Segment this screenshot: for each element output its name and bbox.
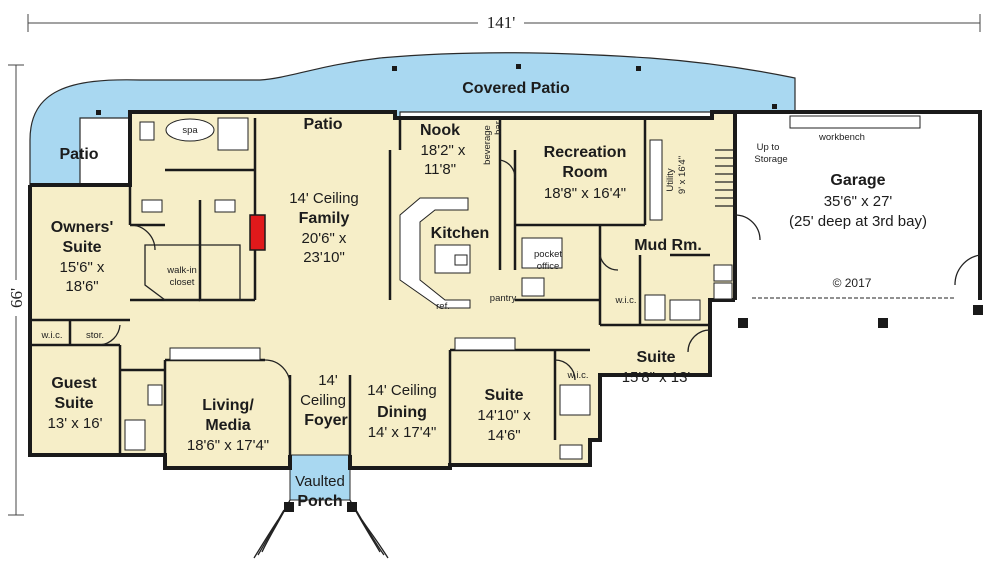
suite-center-name: Suite — [484, 387, 523, 404]
spa-label: spa — [182, 125, 198, 136]
copyright: © 2017 — [833, 276, 872, 290]
family-ceiling: 14' Ceiling — [289, 190, 359, 207]
porch-column-right — [347, 502, 357, 512]
utility-name: Utility — [665, 168, 676, 191]
garage-floor — [735, 112, 980, 300]
living-media-name-1: Living/ — [202, 397, 254, 414]
suite-center-size-1: 14'10" x — [477, 407, 531, 424]
guest-stor-label: stor. — [86, 330, 104, 341]
suite-right-wic: w.i.c. — [614, 295, 636, 306]
utility-size: 9' x 16'4" — [677, 156, 688, 194]
patio-left-label: Patio — [59, 146, 98, 163]
living-media-size: 18'6" x 17'4" — [187, 437, 269, 454]
suite-right-size: 15'8" x 13' — [622, 369, 691, 386]
dining-ceiling: 14' Ceiling — [367, 382, 437, 399]
fireplace — [249, 214, 266, 251]
covered-patio-area — [29, 52, 796, 186]
porch-name-2: Porch — [297, 493, 342, 510]
recreation-name-1: Recreation — [544, 144, 627, 161]
owners-suite-size-1: 15'6" x — [60, 259, 105, 276]
beverage-bar-label-1: beverage — [482, 125, 493, 165]
depth-dimension-line — [4, 64, 28, 516]
width-dimension: 141' — [487, 13, 516, 32]
living-media-name-2: Media — [205, 417, 250, 434]
guest-wic-label: w.i.c. — [40, 330, 62, 341]
walk-in-closet-label-2: closet — [170, 277, 195, 288]
owners-suite-name-1: Owners' — [51, 219, 114, 236]
recreation-name-2: Room — [562, 164, 607, 181]
owners-suite-size-2: 18'6" — [65, 278, 98, 295]
porch-name-1: Vaulted — [295, 473, 345, 490]
foyer-line-3: Foyer — [304, 412, 348, 429]
family-name: Family — [299, 210, 350, 227]
up-to-storage-1: Up to — [757, 142, 780, 153]
garage-name: Garage — [830, 172, 885, 189]
guest-suite-name-2: Suite — [54, 395, 93, 412]
family-size-2: 23'10" — [303, 249, 345, 266]
guest-suite-size: 13' x 16' — [48, 415, 103, 432]
mud-room-label: Mud Rm. — [634, 237, 702, 254]
porch-column-left — [284, 502, 294, 512]
kitchen-name: Kitchen — [431, 225, 490, 242]
suite-right-name: Suite — [636, 349, 675, 366]
width-dimension-line — [27, 10, 981, 32]
guest-suite-name-1: Guest — [51, 375, 97, 392]
covered-patio-label: Covered Patio — [462, 80, 570, 97]
owners-suite-name-2: Suite — [62, 239, 101, 256]
garage-door-swing — [954, 254, 981, 286]
ref-label: ref. — [436, 301, 450, 312]
garage-size-1: 35'6" x 27' — [824, 193, 893, 210]
garage-size-2: (25' deep at 3rd bay) — [789, 213, 927, 230]
pantry-label: pantry — [490, 293, 517, 304]
nook-size-2: 11'8" — [424, 161, 456, 178]
pocket-office-label-2: office — [537, 261, 560, 272]
nook-name: Nook — [420, 122, 460, 139]
up-to-storage-2: Storage — [754, 154, 787, 165]
recreation-size: 18'8" x 16'4" — [544, 185, 626, 202]
door-swings — [99, 159, 761, 386]
garage-posts — [738, 305, 983, 328]
suite-center-wic: w.i.c. — [566, 370, 588, 381]
foyer-line-2: Ceiling — [300, 392, 346, 409]
family-size-1: 20'6" x — [302, 230, 347, 247]
depth-dimension: 66' — [7, 288, 26, 308]
nook-size-1: 18'2" x — [421, 142, 466, 159]
exterior-walls — [28, 110, 735, 470]
beverage-bar-label-2: bar — [493, 121, 504, 135]
suite-center-size-2: 14'6" — [487, 427, 520, 444]
patio-center-label: Patio — [303, 116, 342, 133]
house-floor — [30, 112, 735, 468]
foyer-line-1: 14' — [318, 372, 338, 389]
dining-size: 14' x 17'4" — [368, 424, 437, 441]
workbench-label: workbench — [818, 132, 865, 143]
dining-name: Dining — [377, 404, 427, 421]
walk-in-closet-label-1: walk-in — [166, 265, 197, 276]
fixtures — [124, 115, 921, 460]
pocket-office-label-1: pocket — [534, 249, 562, 260]
